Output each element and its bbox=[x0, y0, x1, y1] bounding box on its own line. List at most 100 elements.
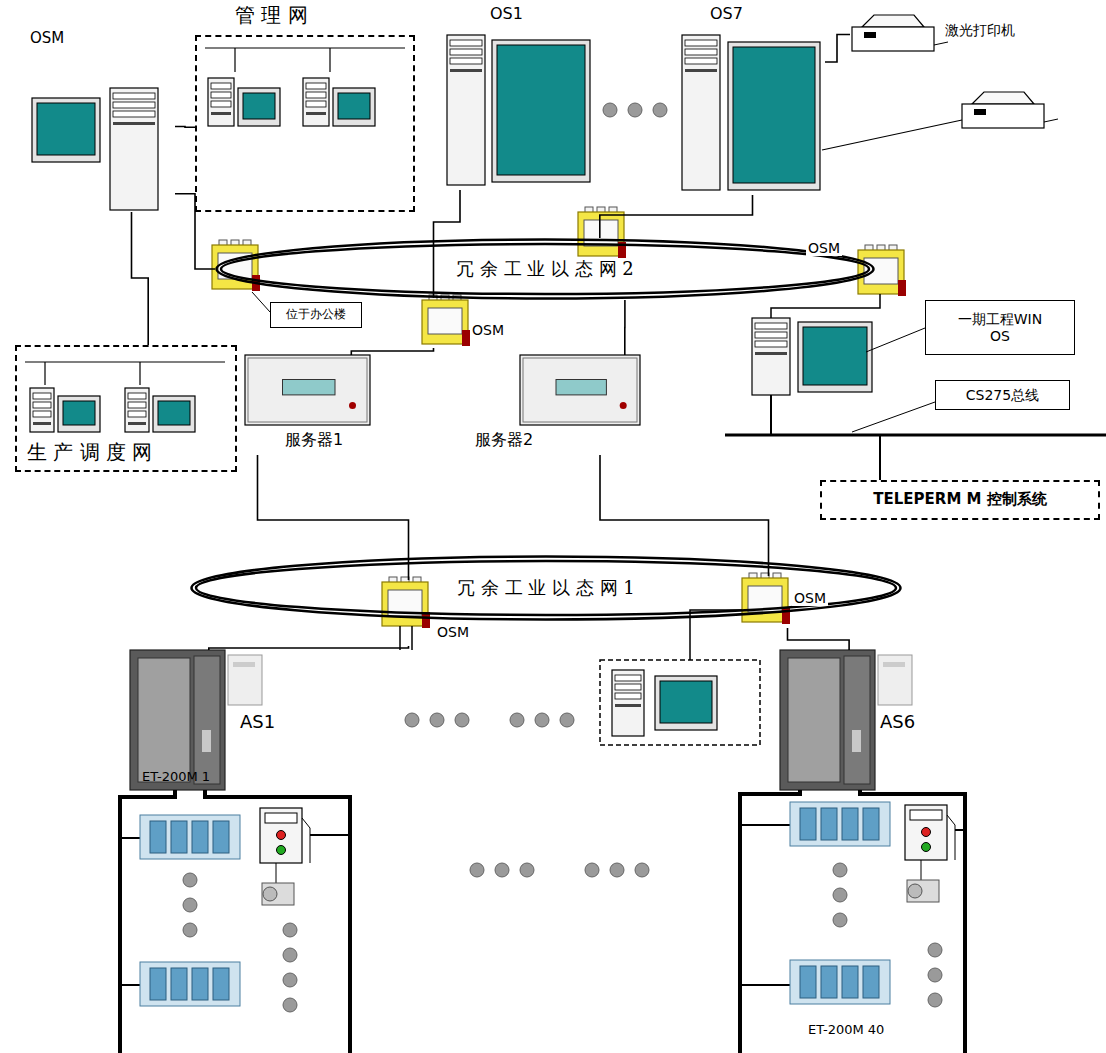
automation-station: AS6 bbox=[780, 650, 918, 795]
ellipsis-dot bbox=[928, 943, 942, 957]
computer-icon bbox=[303, 78, 375, 126]
drive-slot bbox=[615, 684, 641, 690]
et-slot bbox=[171, 968, 187, 1000]
et200m-module bbox=[140, 962, 240, 1006]
motor-starter bbox=[260, 808, 310, 905]
motor-end bbox=[908, 884, 922, 898]
tower bbox=[208, 78, 234, 126]
server-panel bbox=[556, 380, 606, 395]
tower bbox=[682, 35, 720, 190]
monitor bbox=[238, 88, 280, 126]
profibus-drop bbox=[120, 984, 140, 986]
network-link bbox=[132, 212, 149, 345]
et200m-module bbox=[790, 960, 890, 1004]
paper-tray bbox=[1044, 119, 1058, 122]
computer-icon bbox=[612, 670, 717, 736]
drive-slot bbox=[211, 101, 231, 107]
ellipsis-dot bbox=[603, 103, 617, 117]
drive-slot bbox=[450, 49, 482, 55]
stop-button bbox=[277, 831, 286, 840]
switch-face bbox=[584, 220, 618, 246]
lan-drop bbox=[329, 48, 330, 72]
switch-body bbox=[382, 582, 428, 626]
drive-slot bbox=[615, 704, 641, 707]
callout-text: 一期工程WIN OS bbox=[950, 311, 1050, 343]
et-rail bbox=[140, 962, 240, 1006]
drive-slot bbox=[685, 49, 717, 55]
printer-top bbox=[972, 92, 1034, 104]
drive-slot bbox=[128, 393, 146, 399]
plc-module bbox=[194, 656, 220, 784]
drive-slot bbox=[755, 332, 787, 338]
motor-cable bbox=[276, 863, 277, 883]
computer-icon bbox=[447, 35, 590, 185]
io-station: ET-200M 1 bbox=[140, 770, 250, 862]
drive-slot bbox=[113, 93, 155, 99]
profibus-drop bbox=[740, 824, 790, 826]
plc-port bbox=[202, 730, 211, 752]
ellipsis-dot bbox=[183, 898, 197, 912]
ellipsis-dot bbox=[430, 713, 444, 727]
drive-slot bbox=[755, 352, 787, 355]
monitor bbox=[728, 42, 820, 190]
drive-slot bbox=[755, 341, 787, 347]
et-slot bbox=[213, 821, 229, 853]
et-slot bbox=[842, 966, 858, 998]
osm-computer: OSM bbox=[30, 30, 175, 212]
computer-icon bbox=[30, 388, 100, 432]
monitor bbox=[492, 40, 590, 182]
cs275-bus bbox=[725, 434, 1106, 437]
printer-body bbox=[852, 27, 934, 51]
tower bbox=[447, 35, 485, 185]
device-label: 服务器1 bbox=[285, 431, 343, 449]
callout-box: CS275总线 bbox=[935, 380, 1070, 410]
starter-display bbox=[265, 813, 297, 823]
osm-switch: OSM bbox=[380, 580, 475, 646]
ellipsis-dot bbox=[183, 923, 197, 937]
ellipsis-dot bbox=[653, 103, 667, 117]
ethernet-switch bbox=[858, 245, 906, 296]
ring-line bbox=[221, 244, 869, 294]
switch-body bbox=[578, 212, 624, 256]
device-label: AS1 bbox=[240, 712, 275, 733]
paper-tray bbox=[934, 42, 948, 45]
group-title: 生 产 调 度 网 bbox=[27, 441, 152, 464]
et-slot bbox=[213, 968, 229, 1000]
computer-icon bbox=[752, 318, 872, 395]
et-slot bbox=[821, 808, 837, 840]
plc-port bbox=[852, 730, 861, 752]
drive-slot bbox=[615, 675, 641, 681]
printer-panel bbox=[974, 109, 986, 115]
starter-box bbox=[260, 808, 302, 863]
bus-drop bbox=[879, 435, 881, 480]
tower bbox=[125, 388, 149, 432]
et-slot bbox=[150, 821, 166, 853]
tower bbox=[752, 318, 790, 395]
starter-cable bbox=[302, 818, 310, 863]
callout-text: CS275总线 bbox=[966, 387, 1039, 403]
screen bbox=[733, 47, 815, 183]
drive-slot bbox=[211, 92, 231, 98]
drive-slot bbox=[755, 323, 787, 329]
leader-line bbox=[252, 292, 270, 312]
network-link bbox=[624, 300, 626, 355]
drive-slot bbox=[450, 58, 482, 64]
device-label: 激光打印机 bbox=[945, 22, 1015, 38]
drive-slot bbox=[128, 411, 146, 417]
group-border bbox=[195, 35, 415, 212]
drive-slot bbox=[113, 111, 155, 117]
osm-switch: OSM bbox=[420, 298, 510, 348]
drive-slot bbox=[211, 83, 231, 89]
device-label: ET-200M 1 bbox=[142, 770, 210, 785]
et-slot bbox=[821, 966, 837, 998]
drive-slot bbox=[685, 40, 717, 46]
ethernet-switch bbox=[382, 577, 430, 628]
screen bbox=[37, 103, 95, 155]
power-led bbox=[620, 402, 627, 409]
motor-cable bbox=[921, 860, 922, 880]
switch-tab bbox=[462, 330, 470, 346]
ellipsis-dot bbox=[495, 863, 509, 877]
start-button bbox=[922, 843, 931, 852]
device-label: OS7 bbox=[710, 5, 743, 23]
drive-slot bbox=[450, 69, 482, 72]
